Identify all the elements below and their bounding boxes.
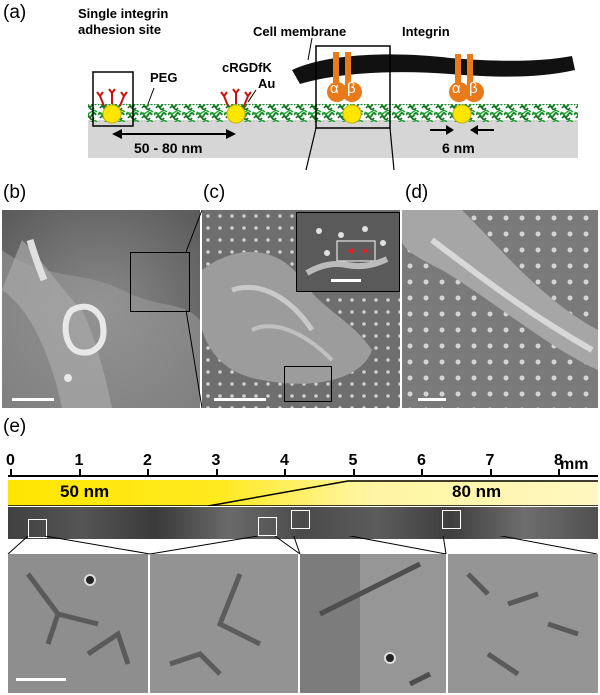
panel-label-e: (e) xyxy=(3,416,27,437)
label-single-site-1: Single integrin xyxy=(78,6,169,21)
ruler-tick xyxy=(558,469,560,477)
label-alpha-1: α xyxy=(330,80,339,97)
micrograph-3 xyxy=(300,554,446,693)
label-beta-2: β xyxy=(469,80,478,97)
integrin-2 xyxy=(449,54,484,102)
micrograph-4 xyxy=(448,554,598,693)
ruler-tick-label: 4 xyxy=(280,452,289,469)
gold-particle xyxy=(226,104,246,124)
ruler-tick-label: 8 xyxy=(554,452,563,469)
label-membrane: Cell membrane xyxy=(253,24,347,39)
integrin-1 xyxy=(327,52,362,102)
ruler-tick xyxy=(10,469,12,477)
ruler-tick xyxy=(215,469,218,477)
ruler-tick-label: 5 xyxy=(348,452,358,469)
gradient-label-50: 50 nm xyxy=(60,482,110,501)
micrograph-1 xyxy=(8,554,148,693)
zoom-box-c xyxy=(284,366,332,402)
panel-label-b: (b) xyxy=(3,182,27,203)
sem-image-c xyxy=(202,210,400,408)
label-ligand: cRGDfK xyxy=(222,60,272,75)
zoom-box-b xyxy=(130,252,190,312)
substrate xyxy=(88,120,578,158)
sem-image-d xyxy=(402,210,598,408)
ruler-tick xyxy=(352,469,355,477)
ruler-tick xyxy=(147,469,149,477)
scale-bar xyxy=(16,678,66,681)
gold-particle xyxy=(342,104,362,124)
ruler-line xyxy=(8,475,598,477)
gold-particle xyxy=(102,104,122,124)
label-peg: PEG xyxy=(150,70,178,85)
cell-membrane xyxy=(292,54,575,84)
inset-c xyxy=(296,212,400,292)
ruler-tick-label: 1 xyxy=(74,452,84,469)
ruler-tick xyxy=(284,469,286,477)
panel-label-c: (c) xyxy=(203,182,226,203)
ruler-tick-label: 0 xyxy=(6,452,15,469)
label-single-site-2: adhesion site xyxy=(78,22,162,37)
zoom-box xyxy=(315,45,391,129)
single-site-box xyxy=(92,71,134,127)
gradient-label-80: 80 nm xyxy=(452,482,502,501)
zoom-box-e4 xyxy=(442,510,461,529)
label-gold: Au xyxy=(258,76,276,91)
peg-layer xyxy=(88,104,578,122)
sample-strip xyxy=(8,507,598,539)
ligand xyxy=(96,88,252,107)
ruler-tick-label: 2 xyxy=(143,452,152,469)
integrin-schematic xyxy=(88,37,578,170)
ruler-tick-label: 7 xyxy=(485,452,495,469)
panel-label-a: (a) xyxy=(3,2,27,23)
zoom-box-e2 xyxy=(258,517,277,536)
ruler-tick xyxy=(489,469,492,477)
micrograph-2 xyxy=(150,554,298,693)
scale-bar xyxy=(12,398,54,401)
ruler-tick-label: 3 xyxy=(211,452,221,469)
sem-image-b xyxy=(2,210,200,408)
ruler-tick xyxy=(421,469,423,477)
gold-particle xyxy=(452,104,472,124)
scale-bar xyxy=(418,398,446,401)
label-beta-1: β xyxy=(347,80,356,97)
ruler-tick-label: 6 xyxy=(417,452,426,469)
panel-label-d: (d) xyxy=(405,182,429,203)
label-integrin: Integrin xyxy=(402,24,450,39)
ruler-tick xyxy=(78,469,81,477)
label-alpha-2: α xyxy=(452,80,461,97)
ruler-unit: mm xyxy=(560,456,589,473)
zoom-box-e1 xyxy=(28,519,47,538)
scale-bar xyxy=(214,398,266,401)
zoom-box-e3 xyxy=(291,510,310,529)
label-particle-size: 6 nm xyxy=(442,140,475,156)
label-spacing: 50 - 80 nm xyxy=(134,140,203,156)
gradient-bar xyxy=(8,480,598,506)
